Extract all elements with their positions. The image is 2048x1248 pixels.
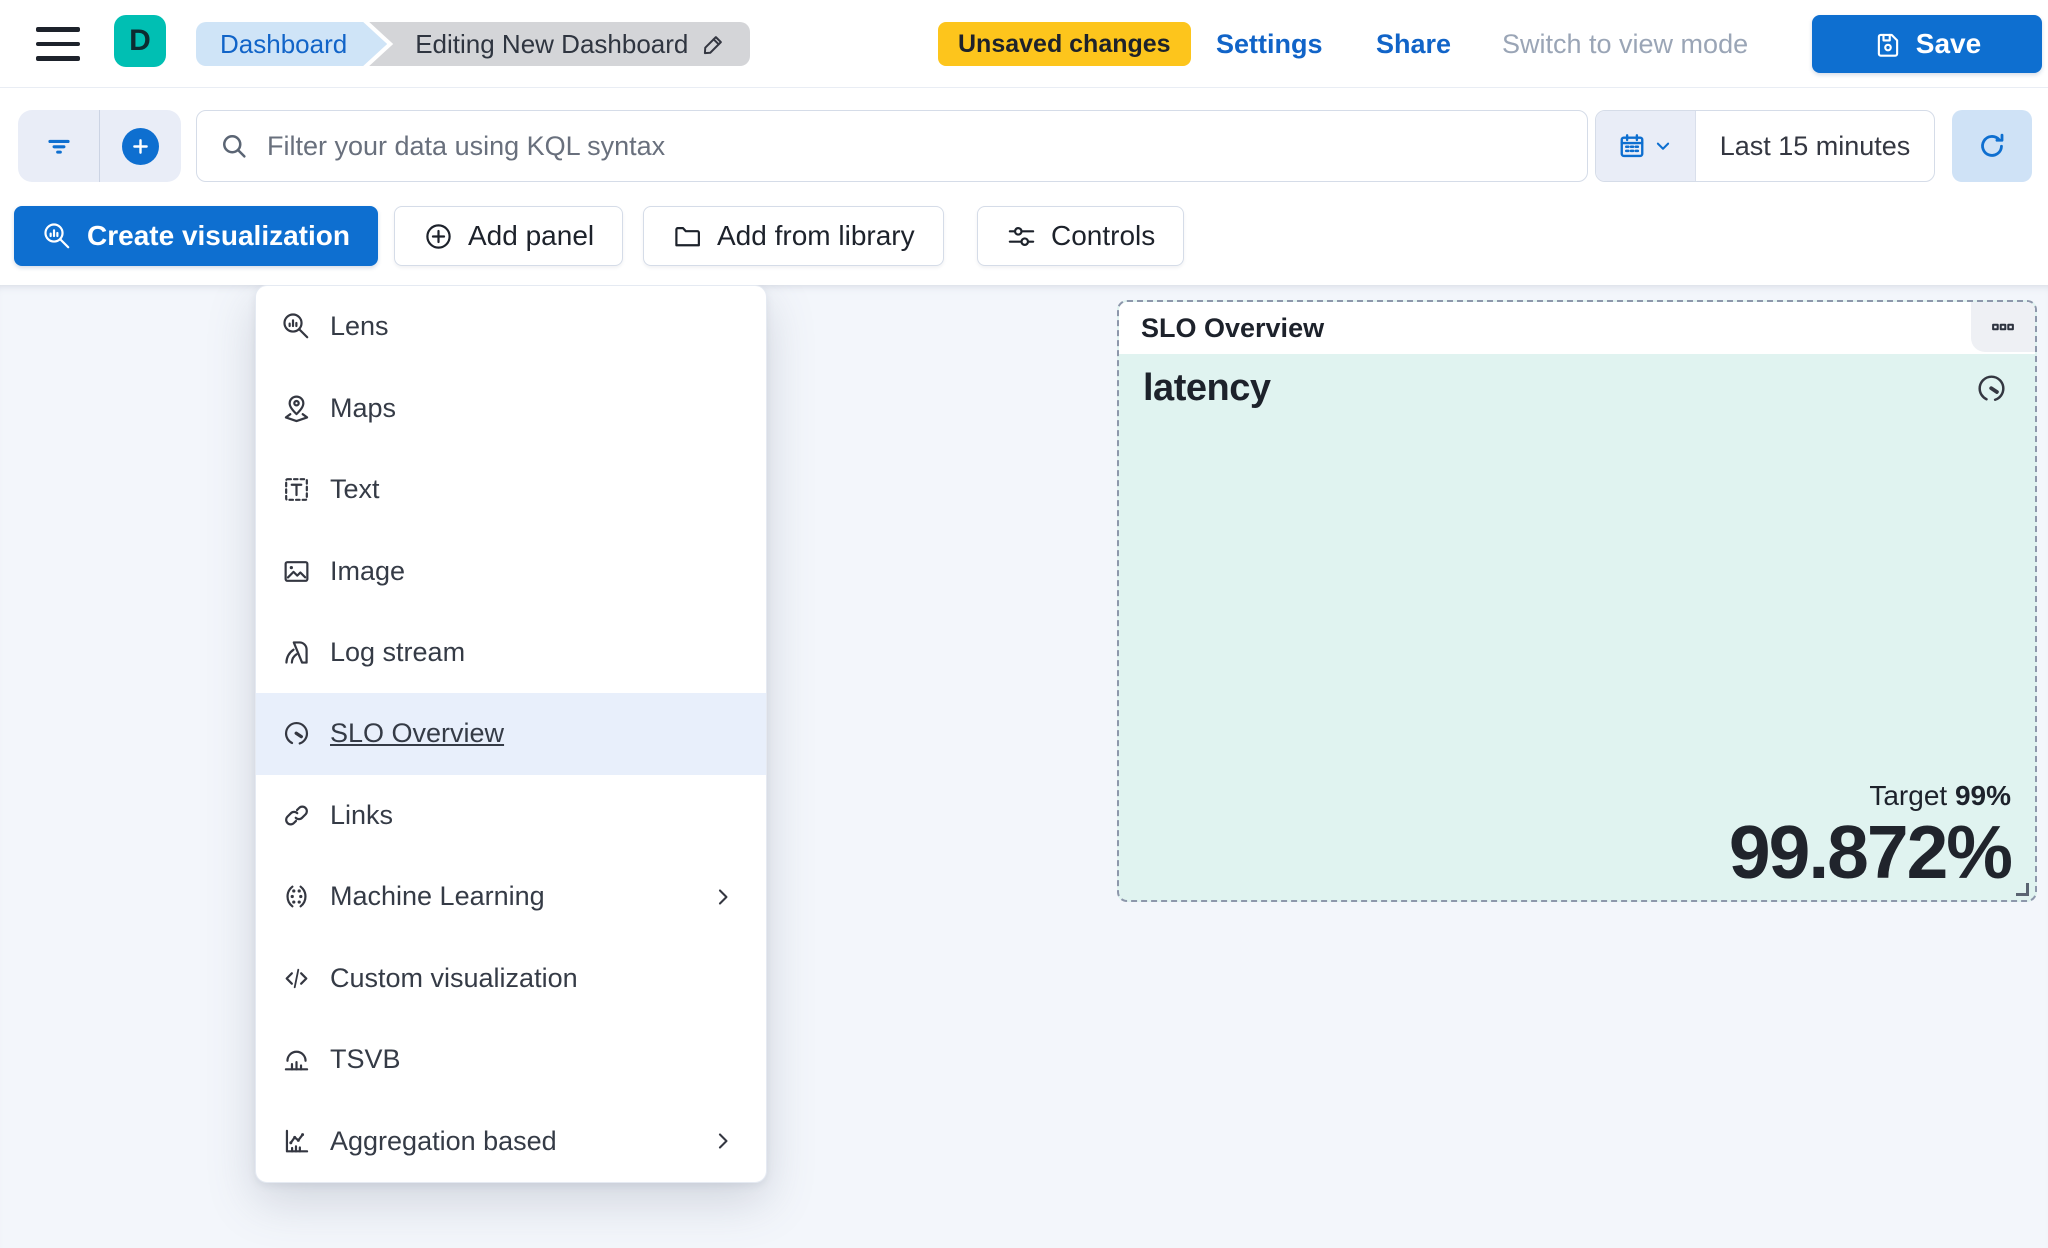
controls-button[interactable]: Controls: [977, 206, 1185, 266]
switch-view-mode-link[interactable]: Switch to view mode: [1502, 28, 1749, 59]
menu-item-label: Text: [330, 474, 380, 505]
menu-item-label: Log stream: [330, 637, 466, 668]
menu-item-label: Links: [330, 799, 394, 830]
save-button-label: Save: [1915, 28, 1982, 59]
calendar-menu-button[interactable]: [1596, 111, 1696, 181]
filter-sets-button[interactable]: [18, 110, 99, 182]
save-button[interactable]: Save: [1812, 15, 2042, 73]
slo-name: latency: [1143, 367, 1271, 409]
add-from-library-label: Add from library: [717, 220, 915, 251]
panel-options-button[interactable]: [1971, 302, 2035, 352]
settings-link[interactable]: Settings: [1216, 28, 1323, 59]
controls-label: Controls: [1051, 220, 1156, 251]
filter-button-group: [18, 110, 181, 182]
plus-in-circle-icon: [423, 221, 454, 252]
share-link[interactable]: Share: [1376, 28, 1452, 59]
add-from-library-button[interactable]: Add from library: [643, 206, 944, 266]
log-stream-icon: [281, 637, 312, 668]
menu-item-machine-learning[interactable]: Machine Learning: [256, 856, 766, 937]
menu-item-slo-overview[interactable]: SLO Overview: [256, 693, 766, 775]
slo-gauge-icon: [1974, 371, 2009, 406]
menu-item-label: Lens: [330, 311, 389, 342]
menu-item-label: TSVB: [330, 1044, 401, 1075]
panel-header: SLO Overview: [1119, 302, 2035, 354]
add-filter-plus-icon: [122, 127, 159, 165]
links-icon: [281, 800, 312, 831]
dashboard-toolbar: Create visualization Add panel Add from …: [0, 200, 2048, 285]
menu-item-lens[interactable]: Lens: [256, 286, 766, 367]
add-panel-button[interactable]: Add panel: [394, 206, 624, 266]
search-icon: [219, 131, 249, 161]
menu-item-label: Machine Learning: [330, 881, 545, 912]
filter-funnel-icon: [43, 130, 75, 162]
menu-item-links[interactable]: Links: [256, 775, 766, 856]
slo-value: 99.872%: [1728, 809, 2013, 894]
breadcrumb-current: Editing New Dashboard: [369, 22, 751, 66]
slo-target: Target 99%: [1729, 780, 2011, 812]
aggregation-icon: [281, 1126, 312, 1157]
menu-hamburger-icon[interactable]: [34, 23, 82, 65]
filter-bar: Last 15 minutes: [0, 89, 2048, 200]
lens-icon: [42, 221, 73, 252]
text-icon: [281, 474, 312, 505]
sliders-icon: [1006, 221, 1037, 252]
kql-search-input[interactable]: [267, 130, 1565, 162]
code-icon: [281, 963, 312, 994]
menu-item-label: Maps: [330, 392, 397, 423]
edit-title-pencil-icon[interactable]: [700, 30, 728, 58]
breadcrumb-dashboard[interactable]: Dashboard: [196, 22, 387, 66]
create-visualization-label: Create visualization: [87, 220, 350, 251]
folder-icon: [672, 221, 703, 252]
menu-item-label: Aggregation based: [330, 1125, 557, 1156]
unsaved-changes-badge: Unsaved changes: [938, 22, 1191, 66]
slo-figures: Target 99% 99.872%: [1728, 780, 2013, 894]
machine-learning-icon: [281, 881, 312, 912]
panel-title: SLO Overview: [1141, 312, 1325, 343]
refresh-button[interactable]: [1952, 110, 2032, 182]
create-visualization-button[interactable]: Create visualization: [14, 206, 378, 266]
chevron-right-icon: [710, 1128, 736, 1154]
space-avatar[interactable]: D: [114, 15, 166, 67]
image-icon: [281, 556, 312, 587]
tsvb-icon: [281, 1044, 312, 1075]
boxes-horizontal-icon: [1982, 314, 2024, 340]
time-range-value[interactable]: Last 15 minutes: [1719, 130, 1911, 161]
refresh-icon: [1976, 130, 2008, 162]
menu-item-label: Custom visualization: [330, 962, 578, 993]
menu-item-tsvb[interactable]: TSVB: [256, 1019, 766, 1100]
menu-item-label: SLO Overview: [330, 718, 505, 749]
header-bar: D Dashboard Editing New Dashboard Unsave…: [0, 0, 2048, 88]
breadcrumb-current-label: Editing New Dashboard: [415, 28, 689, 59]
menu-item-log-stream[interactable]: Log stream: [256, 612, 766, 693]
kql-search-box: [196, 110, 1588, 182]
time-range-picker: Last 15 minutes: [1595, 110, 1935, 182]
save-floppy-icon: [1873, 29, 1903, 59]
chevron-down-icon: [1652, 135, 1674, 157]
add-filter-button[interactable]: [99, 110, 181, 182]
menu-item-aggregation-based[interactable]: Aggregation based: [256, 1101, 766, 1182]
menu-item-maps[interactable]: Maps: [256, 367, 766, 448]
breadcrumb: Dashboard Editing New Dashboard: [196, 22, 751, 66]
slo-gauge-icon: [281, 718, 312, 749]
slo-target-label: Target: [1869, 779, 1948, 811]
calendar-icon: [1617, 131, 1647, 161]
slo-target-value: 99%: [1954, 779, 2011, 811]
slo-overview-panel[interactable]: SLO Overview latency Target 99% 99.872%: [1117, 300, 2037, 902]
menu-item-label: Image: [330, 555, 406, 586]
chevron-right-icon: [710, 884, 736, 910]
panel-resize-handle[interactable]: [2016, 883, 2029, 896]
menu-item-text[interactable]: Text: [256, 449, 766, 530]
menu-item-custom-visualization[interactable]: Custom visualization: [256, 938, 766, 1019]
add-panel-label: Add panel: [468, 220, 595, 251]
menu-item-image[interactable]: Image: [256, 530, 766, 611]
lens-icon: [281, 311, 312, 342]
maps-icon: [281, 393, 312, 424]
slo-card-body: latency Target 99% 99.872%: [1119, 354, 2035, 900]
